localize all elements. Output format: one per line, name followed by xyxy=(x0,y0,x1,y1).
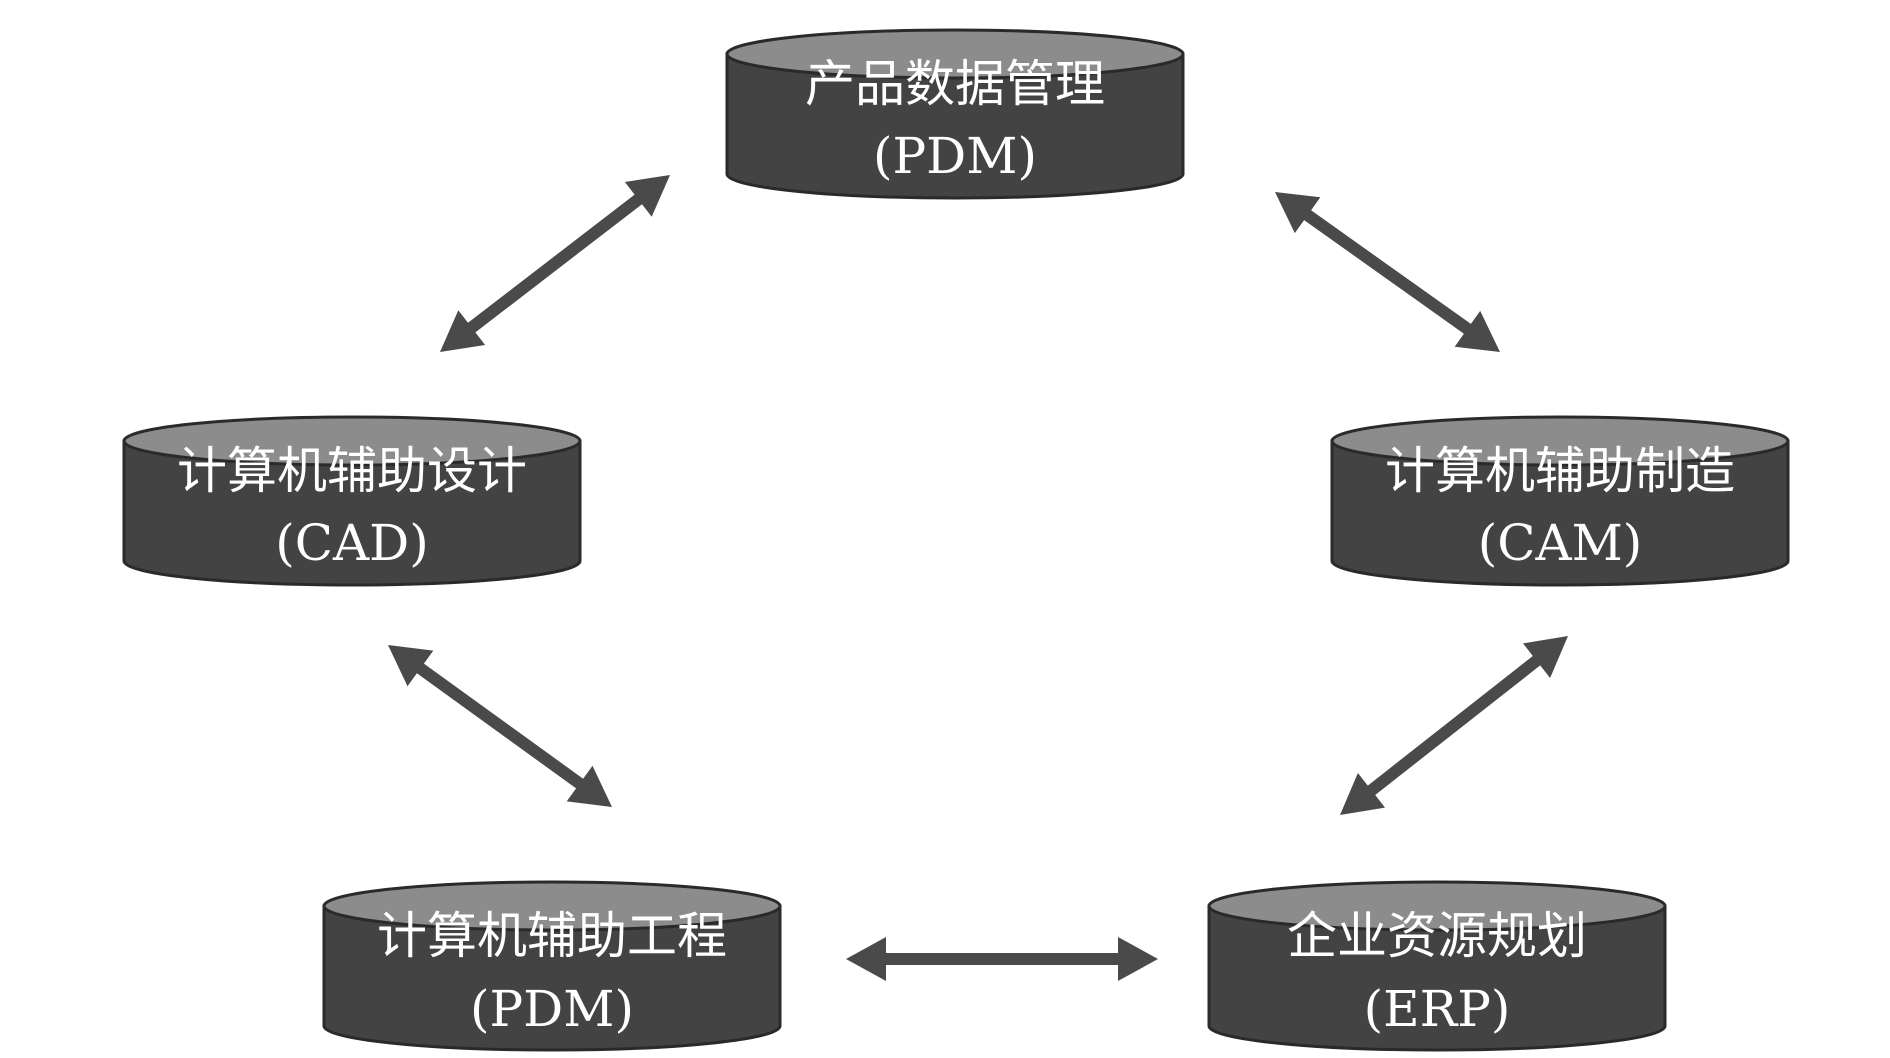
arrow-cad-cae xyxy=(388,645,612,807)
node-erp-label-line1: 企业资源规划 xyxy=(1287,907,1587,965)
node-cad: 计算机辅助设计 (CAD) xyxy=(122,415,582,587)
cylinder-top xyxy=(1330,415,1790,467)
cylinder-cae-shape xyxy=(322,880,782,1052)
cylinder-body xyxy=(1207,904,1667,1052)
node-cae: 计算机辅助工程 (PDM) xyxy=(322,880,782,1052)
cylinder-pdm-shape xyxy=(725,28,1185,200)
node-cad-label-line2: (CAD) xyxy=(275,514,428,572)
node-cam-label-line1: 计算机辅助制造 xyxy=(1385,442,1735,500)
connectors-layer xyxy=(388,175,1568,981)
cylinder-cad-shape xyxy=(122,415,582,587)
node-pdm-label-line2: (PDM) xyxy=(873,127,1037,185)
cylinder-body xyxy=(122,439,582,587)
cylinder-body xyxy=(725,52,1185,200)
node-cae-label-line2: (PDM) xyxy=(470,980,634,1038)
node-cae-label-line1: 计算机辅助工程 xyxy=(377,907,727,965)
node-cad-label-line1: 计算机辅助设计 xyxy=(177,442,527,500)
node-cam: 计算机辅助制造 (CAM) xyxy=(1330,415,1790,587)
cylinder-top xyxy=(725,28,1185,80)
cylinder-erp-shape xyxy=(1207,880,1667,1052)
arrow-pdm-cam xyxy=(1275,192,1500,352)
cylinder-body xyxy=(322,904,782,1052)
arrow-cad-pdm xyxy=(440,175,670,352)
node-pdm-label-line1: 产品数据管理 xyxy=(805,55,1105,113)
arrow-cae-erp xyxy=(846,937,1158,981)
node-pdm: 产品数据管理 (PDM) xyxy=(725,28,1185,200)
node-erp-label-line2: (ERP) xyxy=(1364,980,1511,1038)
arrow-cam-erp xyxy=(1340,636,1568,815)
cylinder-top xyxy=(322,880,782,932)
node-cam-label-line2: (CAM) xyxy=(1478,514,1643,572)
cylinder-body xyxy=(1330,439,1790,587)
node-erp: 企业资源规划 (ERP) xyxy=(1207,880,1667,1052)
cylinder-cam-shape xyxy=(1330,415,1790,587)
cylinder-top xyxy=(1207,880,1667,932)
cylinder-top xyxy=(122,415,582,467)
